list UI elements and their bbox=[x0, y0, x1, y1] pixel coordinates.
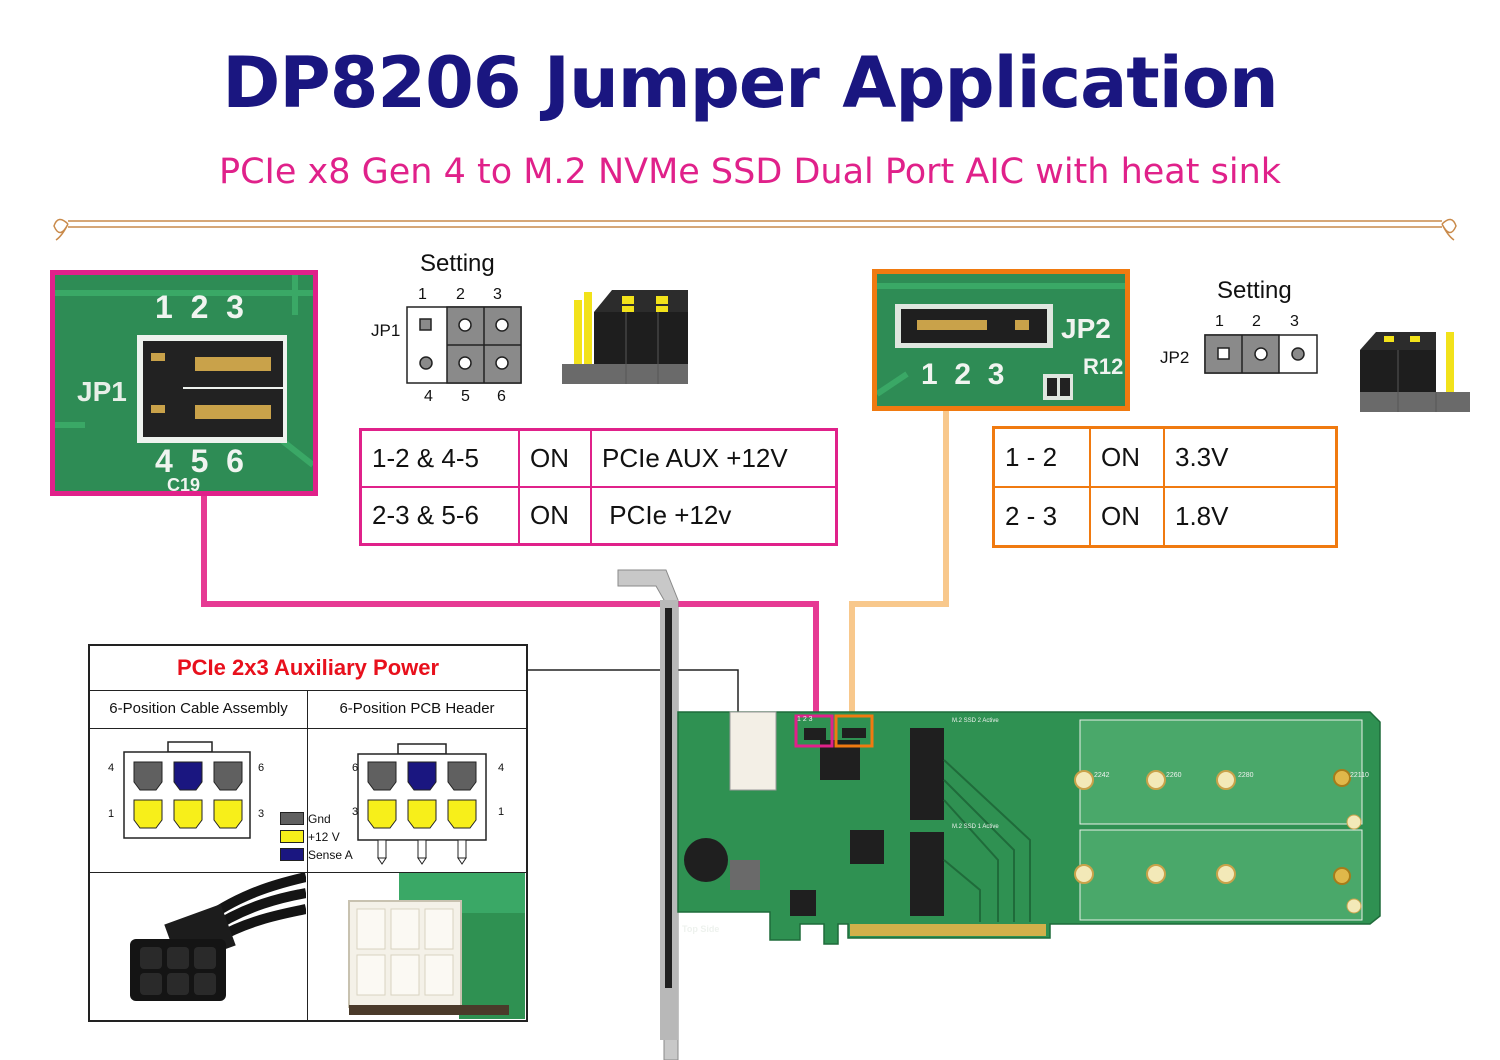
legend-label-12v: +12 V bbox=[308, 830, 340, 844]
jp1-photo-pins-bottom: 4 5 6 bbox=[155, 443, 244, 479]
jp1-settings-table: 1-2 & 4-5 ON PCIe AUX +12V 2-3 & 5-6 ON … bbox=[359, 428, 838, 546]
jp1-pin-6: 6 bbox=[497, 388, 506, 405]
jp1-row1-pins: 1-2 & 4-5 bbox=[359, 428, 520, 488]
header-pin-3: 3 bbox=[352, 806, 359, 818]
header-pin-6: 6 bbox=[352, 762, 359, 774]
legend-label-sense: Sense A bbox=[308, 848, 353, 862]
jp1-photo-pins-top: 1 2 3 bbox=[155, 289, 244, 325]
jp1-setting-label: Setting bbox=[420, 250, 495, 277]
jp1-pin-1: 1 bbox=[418, 286, 427, 303]
divider-ornament bbox=[53, 218, 1457, 241]
table-row: 1 - 2 ON 3.3V bbox=[992, 426, 1338, 488]
legend-swatch-sense bbox=[280, 848, 304, 861]
legend-swatch-12v bbox=[280, 830, 304, 843]
cable-pin-4: 4 bbox=[108, 762, 115, 774]
aux-power-title: PCIe 2x3 Auxiliary Power bbox=[90, 646, 526, 691]
legend-label-gnd: Gnd bbox=[308, 812, 331, 826]
jp2-pin-1: 1 bbox=[1215, 313, 1224, 330]
jp2-photo: JP2 1 2 3 R12 bbox=[872, 269, 1130, 411]
page-subtitle: PCIe x8 Gen 4 to M.2 NVMe SSD Dual Port … bbox=[218, 152, 1282, 192]
header-pin-1: 1 bbox=[498, 806, 505, 818]
jp1-row1-desc: PCIe AUX +12V bbox=[590, 428, 838, 488]
jp1-row2-pins: 2-3 & 5-6 bbox=[359, 486, 520, 546]
cable-pin-1: 1 bbox=[108, 808, 115, 820]
board-hole-label-2260: 2260 bbox=[1166, 772, 1182, 779]
jp1-pin-3: 3 bbox=[493, 286, 502, 303]
jp2-setting-label: Setting bbox=[1217, 277, 1292, 304]
board-hole-label-22110: 22110 bbox=[1350, 772, 1369, 779]
jp2-settings-table: 1 - 2 ON 3.3V 2 - 3 ON 1.8V bbox=[992, 426, 1338, 548]
jp2-row1-desc: 3.3V bbox=[1163, 426, 1338, 488]
jp2-pin-2: 2 bbox=[1252, 313, 1261, 330]
jp1-row2-state: ON bbox=[518, 486, 592, 546]
board-jp1-pins: 1 2 3 bbox=[797, 716, 813, 723]
table-row: 2-3 & 5-6 ON PCIe +12v bbox=[359, 486, 838, 546]
jp2-row2-desc: 1.8V bbox=[1163, 486, 1338, 548]
jp2-photo-pins: 1 2 3 bbox=[921, 358, 1005, 391]
jp2-pin-diagram bbox=[1204, 334, 1318, 374]
board-side-label: Top Side bbox=[682, 924, 720, 934]
legend-swatch-gnd bbox=[280, 812, 304, 825]
jp1-jumper-3d-icon bbox=[562, 290, 688, 384]
svg-text:JP1: JP1 bbox=[77, 376, 127, 407]
aux-col-cable: 6-Position Cable Assembly bbox=[90, 690, 308, 729]
cable-pin-3: 3 bbox=[258, 808, 265, 820]
pcie-card-illustration bbox=[617, 569, 1381, 1060]
jp2-row1-state: ON bbox=[1089, 426, 1165, 488]
jp2-pin-3: 3 bbox=[1290, 313, 1299, 330]
aux-col-header: 6-Position PCB Header bbox=[308, 690, 526, 729]
jp2-diagram-label: JP2 bbox=[1160, 348, 1190, 367]
jp1-pin-4: 4 bbox=[424, 388, 433, 405]
svg-text:JP2: JP2 bbox=[1061, 313, 1111, 344]
table-row: 2 - 3 ON 1.8V bbox=[992, 486, 1338, 548]
jp1-row1-state: ON bbox=[518, 428, 592, 488]
board-silk-top: M.2 SSD 2 Active bbox=[952, 718, 999, 724]
board-hole-label-2280: 2280 bbox=[1238, 772, 1254, 779]
cable-pinout-diagram bbox=[123, 741, 251, 839]
table-row: 1-2 & 4-5 ON PCIe AUX +12V bbox=[359, 428, 838, 488]
jp1-pin-diagram bbox=[406, 306, 522, 384]
jp1-photo-ref: C19 bbox=[167, 475, 201, 495]
jp2-row2-pins: 2 - 3 bbox=[992, 486, 1091, 548]
board-silk-bottom: M.2 SSD 1 Active bbox=[952, 824, 999, 830]
header-pin-4: 4 bbox=[498, 762, 505, 774]
jp1-diagram-label: JP1 bbox=[371, 321, 401, 340]
aux-power-panel: PCIe 2x3 Auxiliary Power 6-Position Cabl… bbox=[88, 644, 528, 1022]
header-pinout-diagram bbox=[357, 743, 487, 865]
jp1-pin-5: 5 bbox=[461, 388, 470, 405]
jp2-jumper-3d-icon bbox=[1360, 332, 1470, 412]
page-title: DP8206 Jumper Application bbox=[222, 42, 1278, 124]
jp1-pin-2: 2 bbox=[456, 286, 465, 303]
jp2-photo-ref: R12 bbox=[1083, 354, 1124, 379]
jp1-photo: JP1 1 2 3 4 5 6 C19 bbox=[50, 270, 318, 496]
jp2-row2-state: ON bbox=[1089, 486, 1165, 548]
cable-pin-6: 6 bbox=[258, 762, 265, 774]
pcb-header-photo bbox=[309, 873, 525, 1019]
aux-col-divider bbox=[307, 728, 308, 1020]
jp1-row2-desc: PCIe +12v bbox=[590, 486, 838, 546]
aux-divider bbox=[90, 872, 526, 873]
cable-connector-photo bbox=[90, 873, 306, 1019]
board-hole-label-2242: 2242 bbox=[1094, 772, 1110, 779]
jp2-row1-pins: 1 - 2 bbox=[992, 426, 1091, 488]
